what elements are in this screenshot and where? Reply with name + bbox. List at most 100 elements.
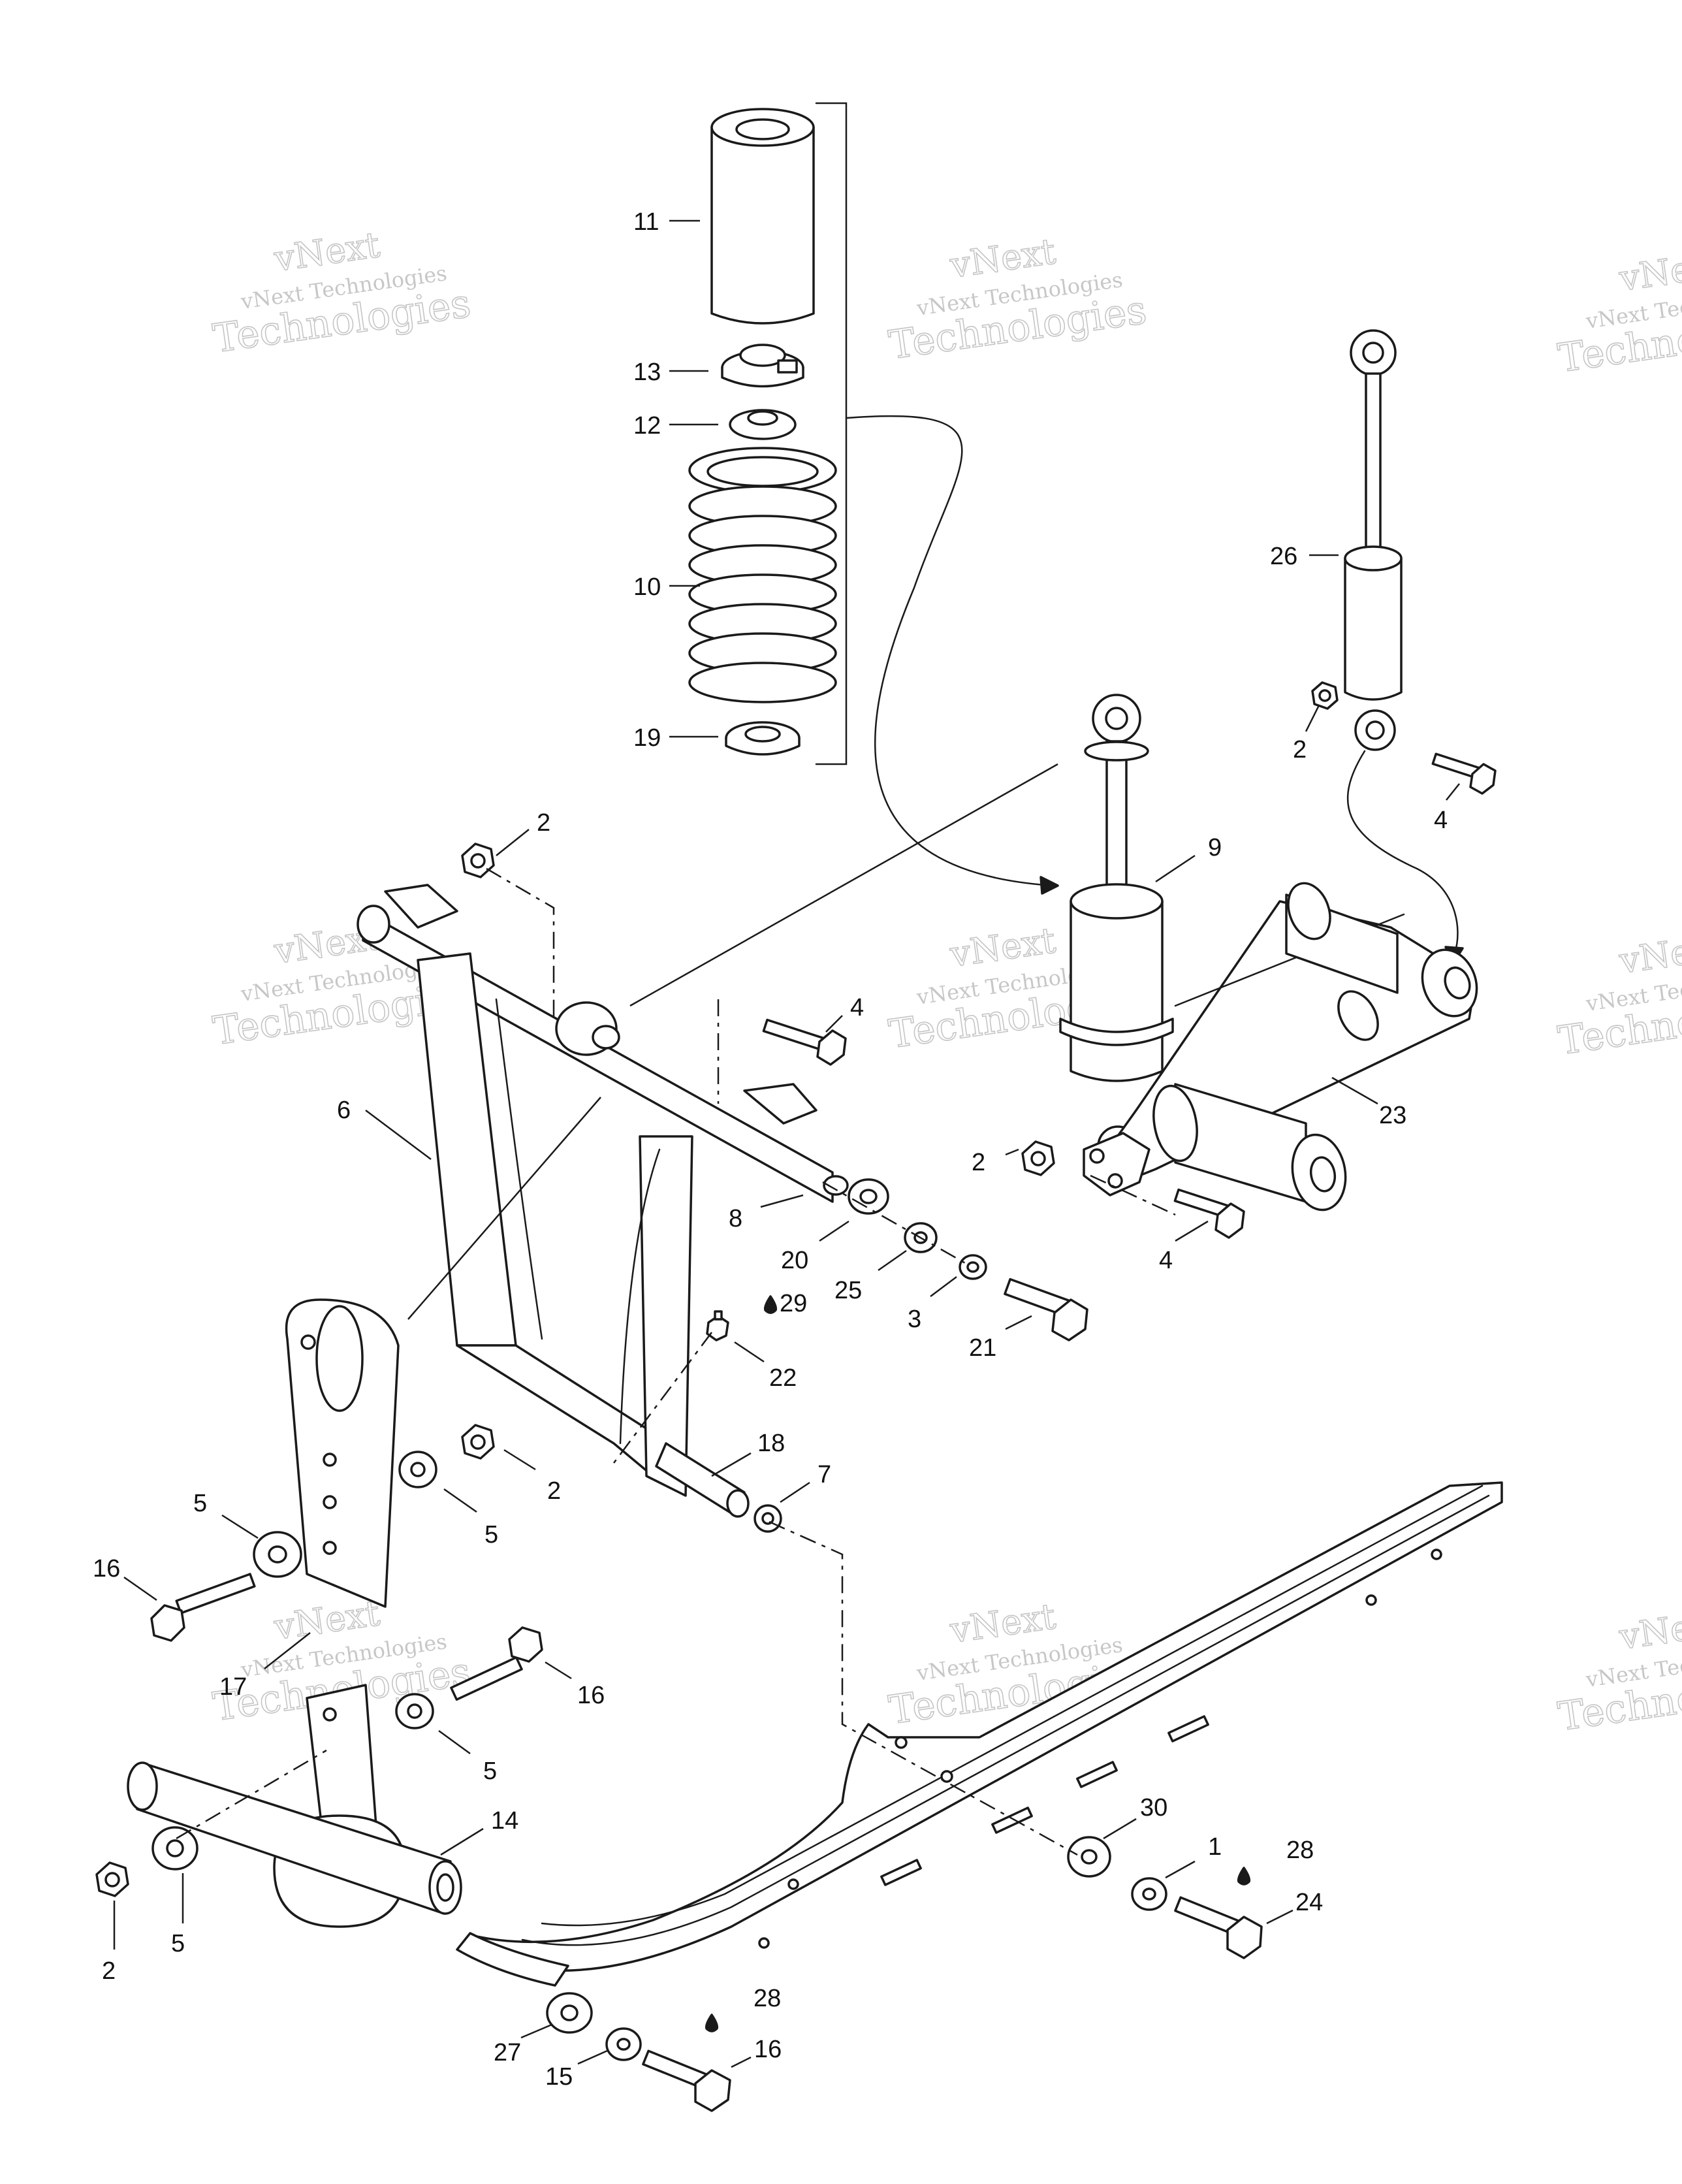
bolt-16-b xyxy=(450,1626,543,1701)
kit-arrow-path xyxy=(845,415,1046,886)
nut-2-b xyxy=(1021,1140,1055,1176)
spring-retainer-part-13 xyxy=(721,344,804,388)
washer-1 xyxy=(1131,1877,1167,1911)
link-part-17 xyxy=(285,1298,400,1608)
callout-18: 18 xyxy=(757,1430,785,1457)
bumper-cover-part-11 xyxy=(710,108,815,325)
kit-arrow-head xyxy=(1039,876,1059,895)
callout-27: 27 xyxy=(494,2039,521,2066)
callout-29: 29 xyxy=(780,1290,807,1317)
shock-26-arrow-path xyxy=(1346,750,1459,955)
watermark-top-left: vNext vNext Technologies Technologies xyxy=(210,223,474,362)
bolt-21 xyxy=(1004,1277,1088,1341)
washer-20 xyxy=(823,1175,889,1215)
bolt-16-a xyxy=(150,1573,256,1642)
callout-25: 25 xyxy=(834,1277,862,1304)
watermark-low-right: vNext vNext Technologies Technologies xyxy=(1555,1601,1682,1741)
callout-28-right: 28 xyxy=(1286,1837,1314,1864)
align-line-7 xyxy=(822,1181,967,1265)
arm-tube-part-18 xyxy=(655,1442,750,1518)
callout-2-bottom-left: 2 xyxy=(102,1957,116,1985)
callout-2-arm-top: 2 xyxy=(537,809,550,837)
watermark-top-center: vNext vNext Technologies Technologies xyxy=(885,230,1150,369)
link-17-mount-line xyxy=(407,1097,601,1320)
drop-icon-29 xyxy=(763,1295,778,1314)
washer-27 xyxy=(546,1992,593,2034)
shock-9-mount-line xyxy=(629,763,1058,1007)
grease-fitting-22 xyxy=(706,1310,729,1341)
callout-4-arm: 4 xyxy=(850,994,864,1021)
callout-4-top-right: 4 xyxy=(1434,807,1448,834)
nut-2-e xyxy=(95,1861,129,1897)
washer-30 xyxy=(1067,1836,1111,1878)
callout-30: 30 xyxy=(1140,1794,1167,1822)
washer-5-c xyxy=(395,1693,434,1729)
bolt-24 xyxy=(1174,1896,1263,1959)
callout-22: 22 xyxy=(769,1364,797,1392)
callout-5-link-right: 5 xyxy=(484,1521,498,1549)
shock-absorber-part-26 xyxy=(1344,329,1403,751)
svg-text:vNext: vNext xyxy=(1616,926,1682,982)
callout-1: 1 xyxy=(1208,1833,1222,1861)
callout-15: 15 xyxy=(545,2063,573,2091)
align-line-1 xyxy=(486,867,555,1019)
bolt-16-c xyxy=(642,2049,731,2112)
spring-seat-part-19 xyxy=(725,721,801,756)
washer-15 xyxy=(605,2027,642,2061)
washer-5-b xyxy=(398,1451,437,1488)
callout-2-link: 2 xyxy=(547,1477,561,1505)
watermark-top-right: vNext vNext Technologies Technologies xyxy=(1555,243,1682,382)
svg-text:vNext: vNext xyxy=(1616,1602,1682,1658)
slide-rail xyxy=(456,1481,1503,1987)
washer-5-a xyxy=(253,1531,302,1578)
svg-text:vNext: vNext xyxy=(1616,244,1682,299)
callout-21: 21 xyxy=(969,1334,996,1362)
callout-3: 3 xyxy=(908,1306,921,1333)
nut-2-d xyxy=(461,1424,495,1460)
callout-17: 17 xyxy=(219,1673,247,1701)
callout-20: 20 xyxy=(781,1247,808,1274)
callout-5-mid: 5 xyxy=(483,1758,497,1785)
bolt-4-a xyxy=(762,1018,847,1066)
align-line-4 xyxy=(1090,1174,1176,1216)
watermark-mid-right: vNext vNext Technologies Technologies xyxy=(1555,925,1682,1065)
callout-14: 14 xyxy=(491,1807,518,1835)
callout-4-rocker: 4 xyxy=(1159,1247,1173,1274)
callout-28-bottom: 28 xyxy=(754,1985,781,2012)
drop-icon-28-a xyxy=(1237,1867,1251,1886)
callout-16-mid: 16 xyxy=(577,1682,605,1709)
bolt-4-c xyxy=(1431,752,1497,795)
drop-icon-28-b xyxy=(705,2014,719,2032)
bolt-4-b xyxy=(1173,1188,1245,1239)
callout-7: 7 xyxy=(817,1461,831,1488)
washer-5-d xyxy=(151,1826,198,1871)
coil-spring-part-10 xyxy=(688,447,837,703)
callout-8: 8 xyxy=(729,1205,742,1232)
nut-2-c xyxy=(1311,681,1339,710)
align-line-5 xyxy=(613,1332,712,1464)
callout-11: 11 xyxy=(633,208,659,236)
callout-23: 23 xyxy=(1379,1102,1406,1129)
front-arm-part-6 xyxy=(357,884,834,1497)
link-part-14 xyxy=(127,1684,462,1928)
callout-9: 9 xyxy=(1208,834,1222,861)
callout-26: 26 xyxy=(1270,543,1297,570)
rocker-arm-part-23 xyxy=(1083,882,1478,1212)
callout-5-link-left: 5 xyxy=(193,1490,207,1517)
nut-2-a xyxy=(461,843,495,878)
callout-16-left: 16 xyxy=(93,1555,120,1582)
callout-10: 10 xyxy=(633,573,661,601)
callout-5-bottom: 5 xyxy=(171,1930,185,1957)
callout-16-bottom: 16 xyxy=(754,2036,782,2063)
callout-24: 24 xyxy=(1295,1889,1323,1916)
callout-13: 13 xyxy=(633,359,661,386)
callout-2-top-right: 2 xyxy=(1293,736,1307,763)
align-line-3 xyxy=(769,1520,1078,1856)
callout-12: 12 xyxy=(633,412,661,440)
callout-2-rocker: 2 xyxy=(972,1149,985,1176)
spring-stopper-part-12 xyxy=(729,409,797,440)
washer-7 xyxy=(754,1504,782,1533)
lock-washer-3 xyxy=(959,1254,987,1280)
align-line-6 xyxy=(176,1749,327,1840)
